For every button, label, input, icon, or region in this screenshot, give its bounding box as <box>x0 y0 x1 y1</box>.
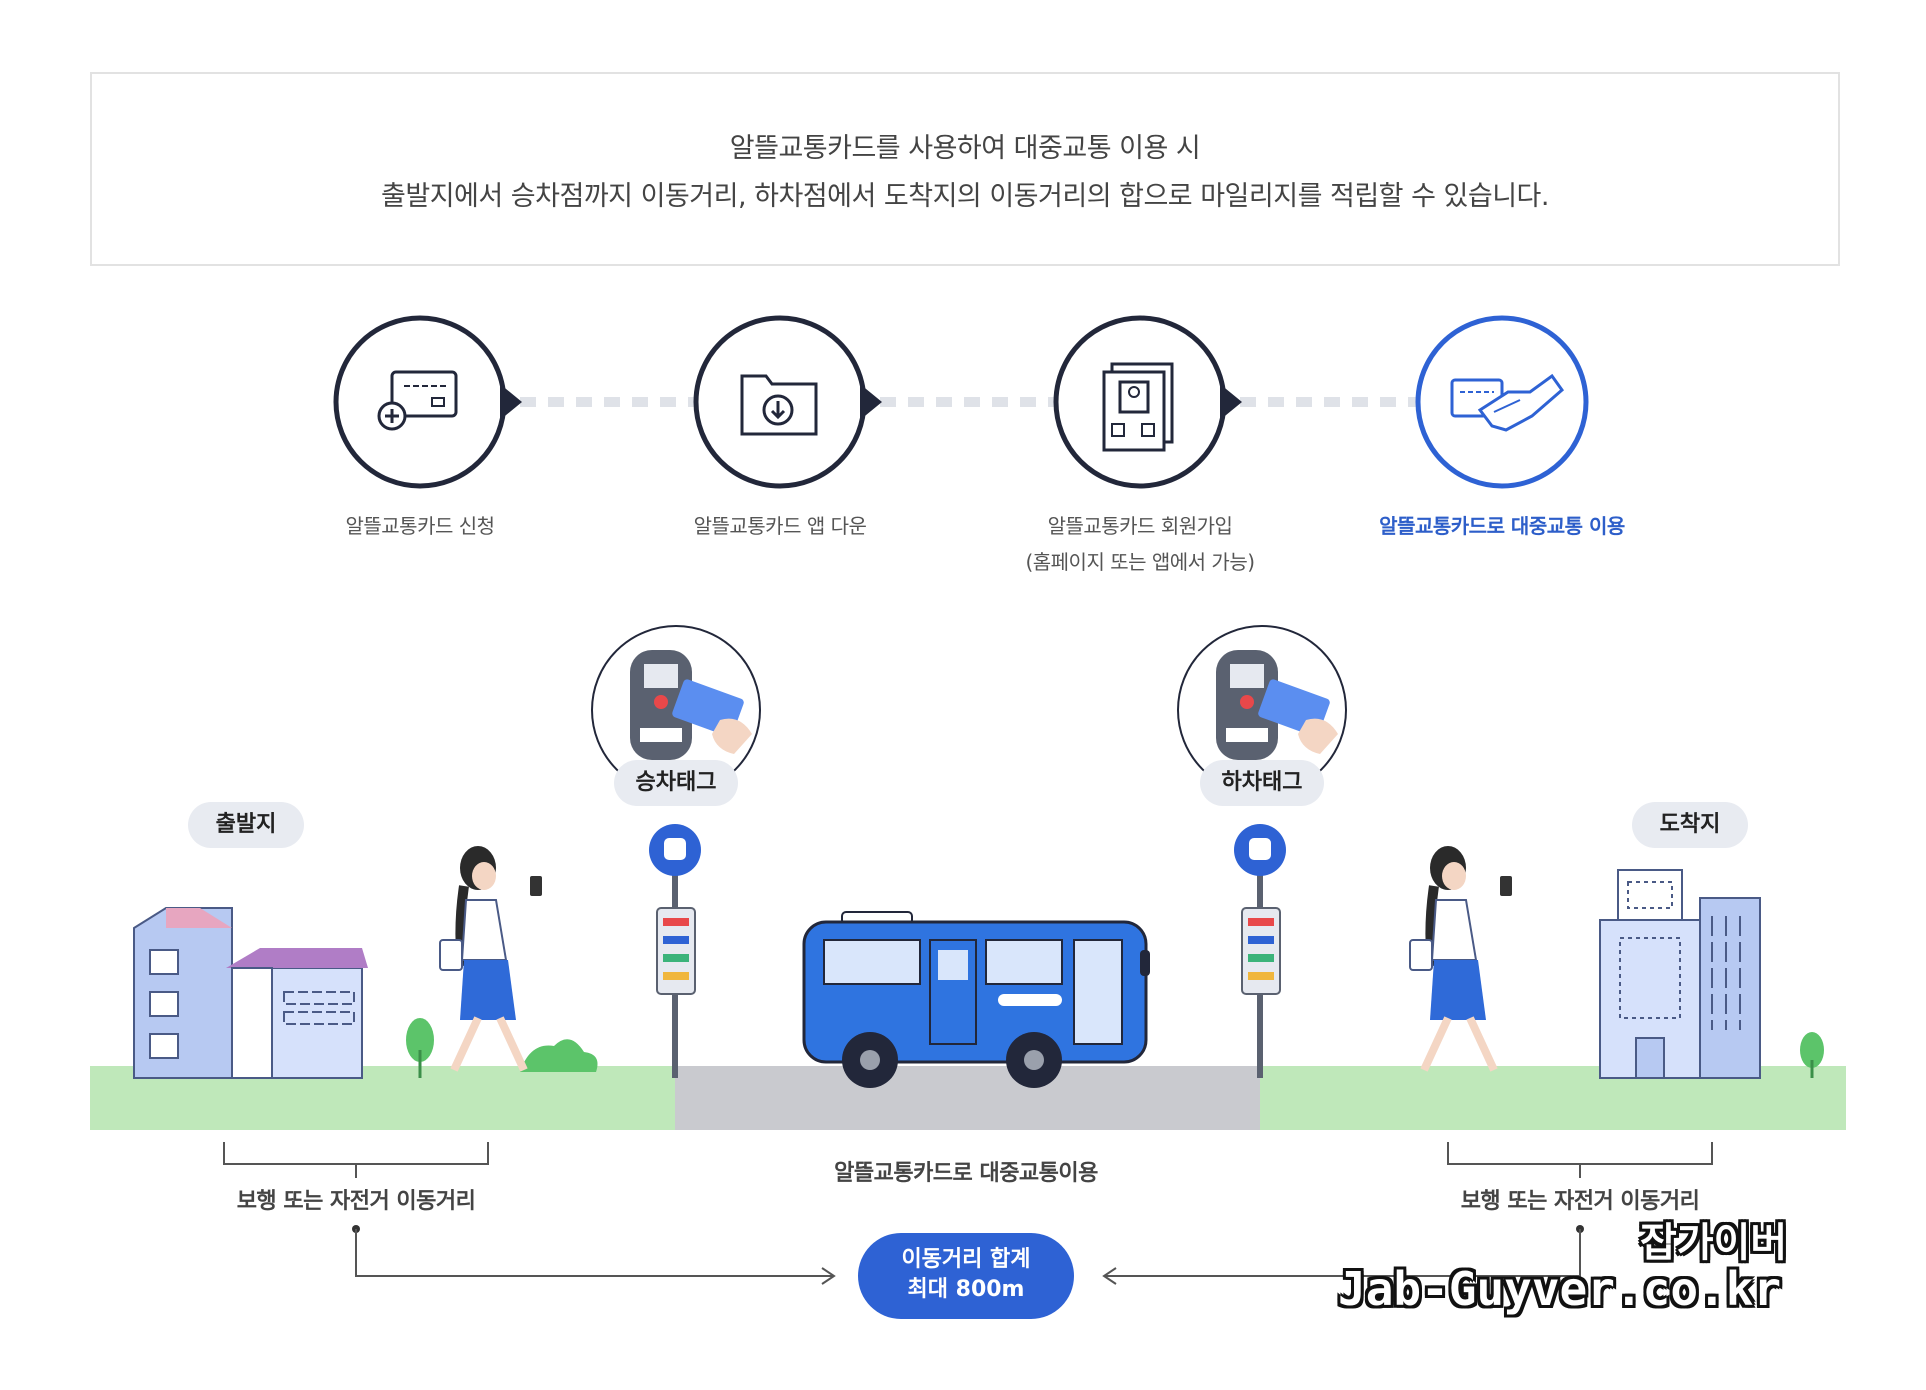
sum-line-1: 이동거리 합계 <box>901 1247 1031 1272</box>
intro-line-2: 출발지에서 승차점까지 이동거리, 하차점에서 도착지의 이동거리의 합으로 마… <box>381 181 1549 212</box>
card-reader-alighting-icon <box>1177 625 1347 795</box>
arrow-left <box>355 1229 834 1277</box>
bracket-left <box>223 1142 489 1165</box>
origin-buildings-icon <box>133 907 368 1079</box>
card-reader-boarding-icon <box>591 625 761 795</box>
intro-line-1: 알뜰교통카드를 사용하여 대중교통 이용 시 <box>729 133 1201 164</box>
alighting-bus-stop-icon <box>1234 824 1286 1078</box>
tree-icon <box>406 1018 598 1078</box>
step-4-label: 알뜰교통카드로 대중교통 이용 <box>1379 514 1625 538</box>
destination-pill: 도착지 <box>1632 802 1748 848</box>
distance-sum-badge: 이동거리 합계 최대 800m <box>858 1233 1074 1319</box>
step-3-sublabel: (홈페이지 또는 앱에서 가능) <box>1025 550 1255 574</box>
sum-line-2: 최대 800m <box>907 1277 1025 1302</box>
card-handshake-icon <box>1415 315 1589 489</box>
transit-label: 알뜰교통카드로 대중교통이용 <box>834 1161 1098 1186</box>
pedestrian-left-icon <box>439 846 542 1072</box>
step-3-label: 알뜰교통카드 회원가입 <box>1047 514 1233 538</box>
walk-distance-right: 보행 또는 자전거 이동거리 <box>1460 1189 1700 1214</box>
origin-pill: 출발지 <box>188 802 304 848</box>
bracket-right <box>1447 1142 1713 1165</box>
watermark-korean: 잡가이버 <box>1640 1220 1788 1266</box>
bus-icon <box>802 911 1150 1088</box>
boarding-tag-pill: 승차태그 <box>614 760 738 806</box>
intro-box: 알뜰교통카드를 사용하여 대중교통 이용 시 출발지에서 승차점까지 이동거리,… <box>90 72 1840 266</box>
alighting-tag-pill: 하차태그 <box>1200 760 1324 806</box>
pedestrian-right-icon <box>1409 846 1512 1072</box>
folder-download-icon <box>693 315 882 489</box>
boarding-bus-stop-icon <box>649 824 701 1078</box>
step-2-label: 알뜰교통카드 앱 다운 <box>693 514 867 538</box>
road <box>675 1066 1260 1130</box>
steps-graphic <box>333 315 1589 489</box>
watermark-url: Jab-Guyver.co.kr <box>1338 1262 1782 1316</box>
journey-scene <box>90 625 1846 1285</box>
destination-buildings-icon <box>1599 869 1824 1079</box>
step-1-label: 알뜰교통카드 신청 <box>345 514 495 538</box>
card-add-icon <box>333 315 522 489</box>
member-id-icon <box>1053 315 1242 489</box>
arrow-right <box>1104 1229 1581 1277</box>
walk-distance-left: 보행 또는 자전거 이동거리 <box>236 1189 476 1214</box>
